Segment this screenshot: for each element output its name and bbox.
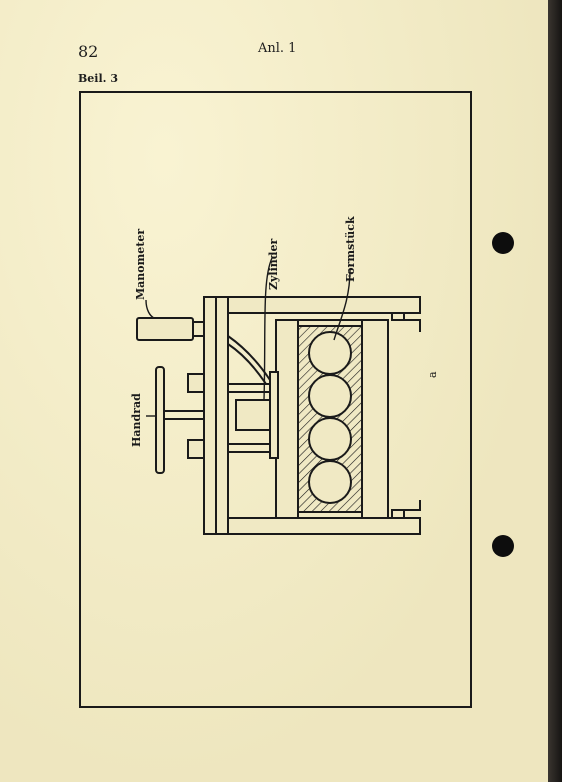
label-formstueck: Formstück [344, 216, 357, 282]
manometer-gauge [136, 317, 194, 341]
label-manometer: Manometer [134, 229, 147, 300]
channel-bottom [391, 500, 421, 518]
cylinder-plate [269, 371, 279, 459]
channel-top [391, 313, 421, 332]
mould-plate-left [275, 319, 299, 519]
punch-hole-bottom [492, 535, 514, 557]
pressure-pipe [227, 335, 271, 381]
press-frame-bottom-bar [203, 517, 421, 535]
punch-hole-top [492, 232, 514, 254]
form-piece-3 [308, 417, 352, 461]
running-header: Anl. 1 [258, 41, 297, 56]
form-piece-2 [308, 374, 352, 418]
label-a: a [426, 371, 439, 378]
page-number: 82 [78, 42, 99, 61]
mould-plate-right [361, 319, 389, 519]
label-handrad: Handrad [130, 393, 143, 447]
leader-manometer [145, 299, 155, 319]
leader-formstueck [333, 269, 351, 341]
press-frame-top-bar [203, 296, 421, 314]
plate-label: Beil. 3 [78, 72, 118, 85]
handwheel [155, 366, 165, 474]
page-edge-shadow [548, 0, 562, 782]
form-piece-1 [308, 331, 352, 375]
bolt-top [187, 373, 205, 393]
label-zylinder: Zylinder [267, 239, 280, 290]
leader-zylinder [263, 257, 273, 401]
form-piece-4 [308, 460, 352, 504]
figure-frame [79, 91, 472, 708]
bolt-bottom [187, 439, 205, 459]
press-diagram: Manometer Zylinder Formstück Handrad a [130, 216, 439, 535]
cylinder-body [235, 399, 271, 431]
